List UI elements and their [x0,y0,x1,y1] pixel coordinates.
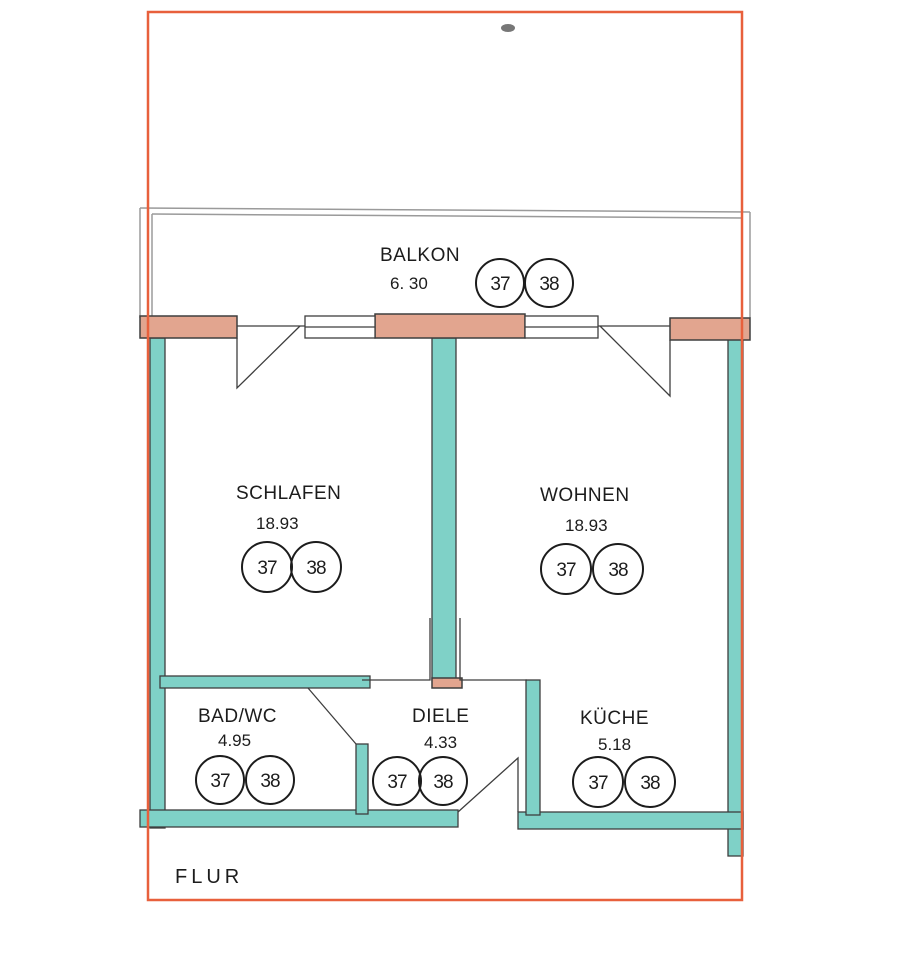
beam-center [374,313,526,339]
wall-bottom-right [517,811,744,830]
wall-bad-right [355,743,369,815]
room-diele: DIELE 4.33 37 38 [372,706,469,806]
room-schlafen-area: 18.93 [256,514,299,533]
unit-circle [245,755,295,805]
door-swing-wohnen [599,325,671,398]
room-balkon-name: BALKON [380,245,460,266]
unit-circle [592,543,644,595]
wall-bad-top [159,675,371,689]
room-schlafen-unit-2: 38 [306,558,326,579]
door-swing-bad [307,687,357,745]
room-balkon: BALKON 6. 30 37 38 [380,245,574,308]
room-kueche-unit-2: 38 [640,773,660,794]
door-swing-schlafen-diele [362,618,431,681]
room-kueche-name: KÜCHE [580,708,649,729]
room-schlafen: SCHLAFEN 18.93 37 38 [236,483,342,593]
room-bad-unit-2: 38 [260,771,280,792]
room-balkon-unit-1: 37 [490,274,510,295]
room-bad-area: 4.95 [218,731,251,750]
beam-left [139,315,238,339]
room-wohnen-unit-2: 38 [608,560,628,581]
room-wohnen-unit-1: 37 [556,560,576,581]
unit-circle [540,543,592,595]
beam-right [669,317,751,341]
ink-mark [501,24,515,32]
room-schlafen-name: SCHLAFEN [236,483,341,504]
unit-circle [418,756,468,806]
wall-center [431,337,457,681]
windows [237,315,670,339]
unit-circle [195,755,245,805]
label-flur: FLUR [175,866,243,888]
unit-circle [372,756,422,806]
room-balkon-area: 6. 30 [390,274,428,293]
door-swing-schlafen [236,325,301,390]
door-swings [236,325,671,813]
room-diele-unit-1: 37 [387,772,407,793]
door-swing-entry [457,756,519,813]
room-bad: BAD/WC 4.95 37 38 [195,706,295,805]
unit-circle [572,756,624,808]
unit-circle [524,258,574,308]
room-bad-name: BAD/WC [198,706,277,727]
room-labels: BALKON 6. 30 37 38 SCHLAFEN 18.93 37 38 … [175,245,676,888]
room-diele-unit-2: 38 [433,772,453,793]
unit-circle [290,541,342,593]
room-kueche-area: 5.18 [598,735,631,754]
room-diele-area: 4.33 [424,733,457,752]
room-kueche-unit-1: 37 [588,773,608,794]
room-kueche: KÜCHE 5.18 37 38 [572,708,676,808]
unit-circle [624,756,676,808]
room-diele-name: DIELE [412,706,469,727]
door-swing-wohnen-diele [459,618,527,681]
room-wohnen-name: WOHNEN [540,485,630,506]
wall-left [149,337,166,829]
marks [501,24,515,32]
room-balkon-unit-2: 38 [539,274,559,295]
room-wohnen: WOHNEN 18.93 37 38 [540,485,644,595]
room-wohnen-area: 18.93 [565,516,608,535]
wall-kueche-left [525,679,541,816]
wall-bottom-left [139,809,459,828]
frame [146,10,744,902]
room-schlafen-unit-1: 37 [257,558,277,579]
beam-small [431,677,463,689]
room-bad-unit-1: 37 [210,771,230,792]
